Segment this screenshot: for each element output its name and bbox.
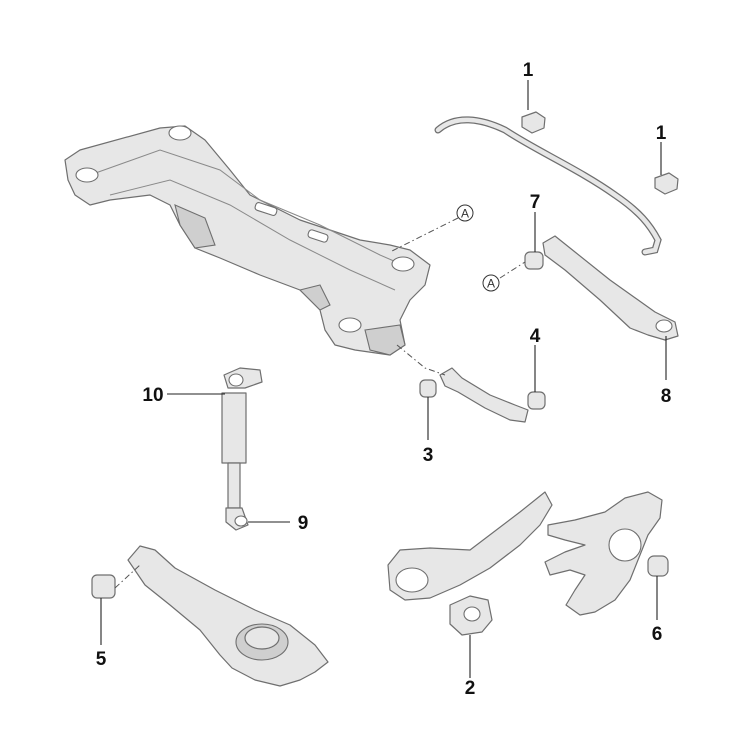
callout-3: 3 xyxy=(423,445,434,466)
assembly-lines xyxy=(114,217,526,589)
leader-lines xyxy=(100,80,667,678)
callout-2: 2 xyxy=(465,678,476,699)
reference-marker-label: A xyxy=(487,277,495,291)
knuckle xyxy=(544,491,669,616)
shock-absorber xyxy=(221,367,263,531)
callout-1-right: 1 xyxy=(656,123,667,144)
rear-subframe xyxy=(64,125,431,356)
callout-8: 8 xyxy=(661,386,672,407)
trailing-arm xyxy=(387,491,553,636)
callout-9: 9 xyxy=(298,513,309,534)
lower-control-arm xyxy=(91,545,329,687)
callout-5: 5 xyxy=(96,649,107,670)
callout-10: 10 xyxy=(142,385,163,406)
upper-arm-bushing xyxy=(524,251,544,270)
lateral-link xyxy=(419,367,546,423)
stabilizer-bushing-left xyxy=(521,111,546,134)
reference-marker-a-upper: A xyxy=(456,204,474,222)
stabilizer-bushing-right xyxy=(654,172,679,195)
callout-1-upper: 1 xyxy=(523,60,534,81)
callout-6: 6 xyxy=(652,624,663,645)
stabilizer-bar xyxy=(434,116,662,256)
reference-marker-a-lower: A xyxy=(482,274,500,292)
callout-4: 4 xyxy=(530,326,541,347)
callout-7: 7 xyxy=(530,192,541,213)
reference-marker-label: A xyxy=(461,207,469,221)
upper-control-arm xyxy=(542,235,679,341)
